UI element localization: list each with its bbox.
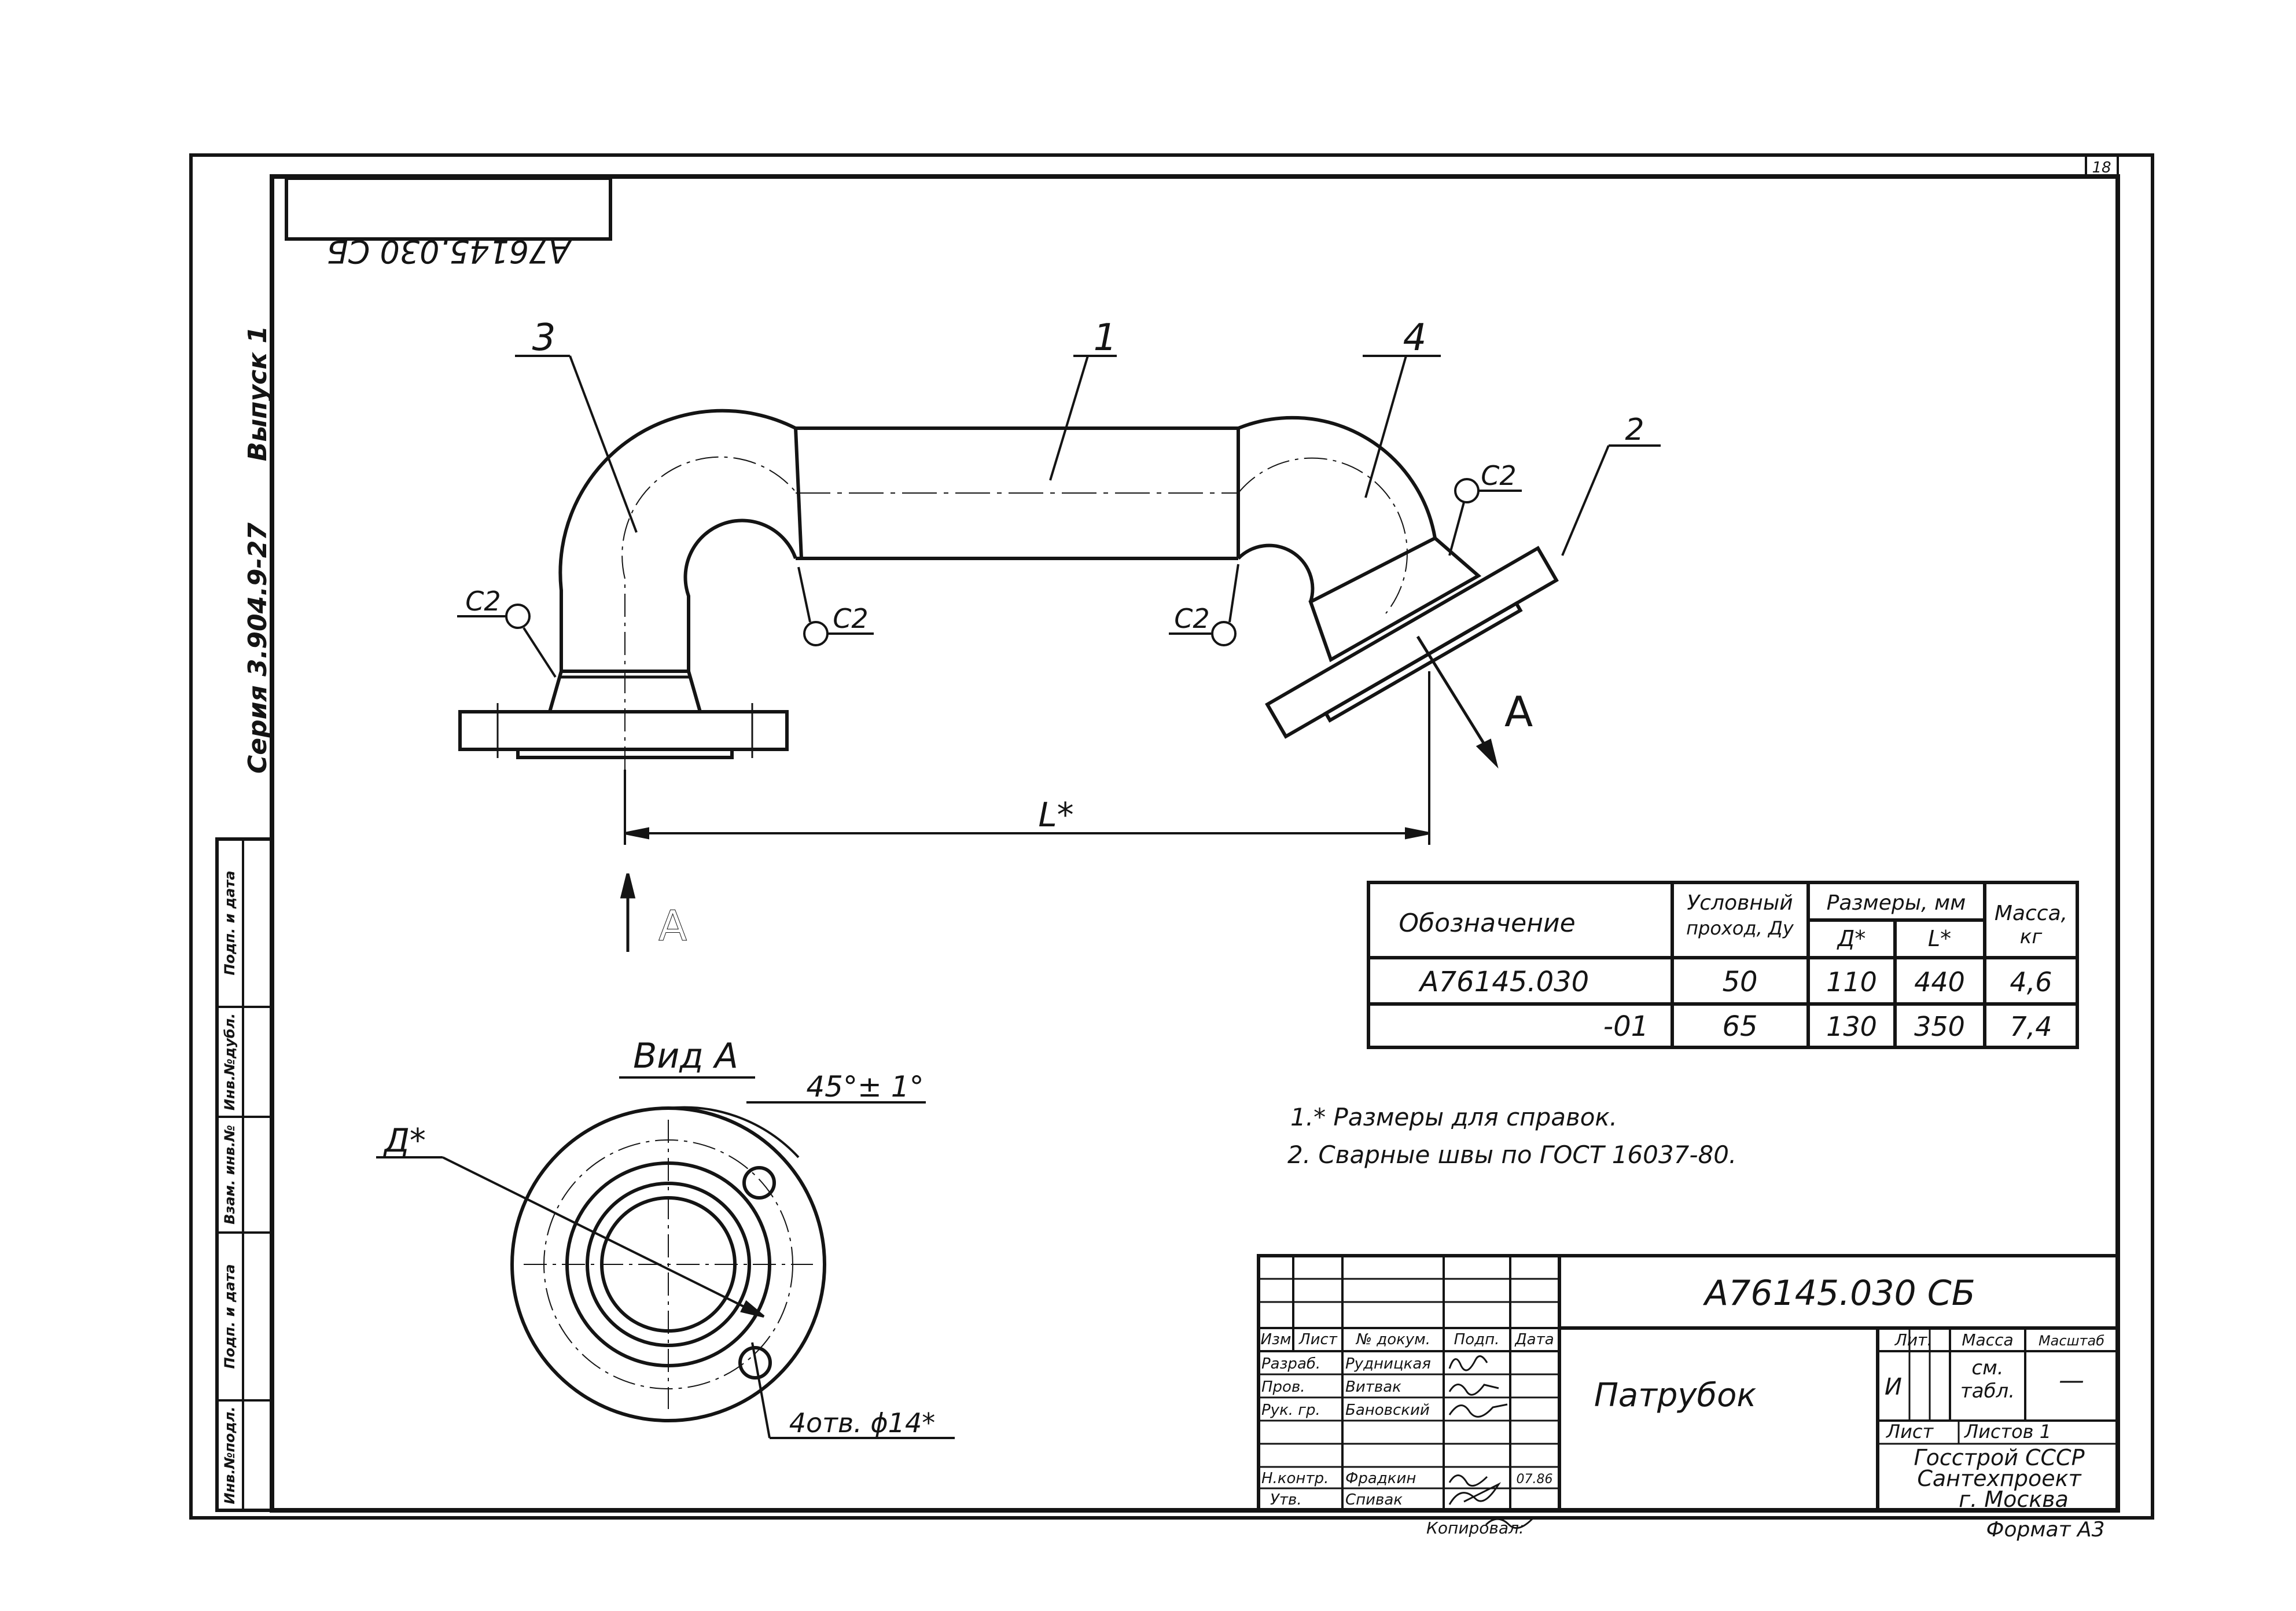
title-mass-value: табл. <box>1960 1380 2015 1403</box>
part-label-4: 4 <box>1403 317 1427 359</box>
table-cell-l: 350 <box>1914 1011 1965 1042</box>
title-block-name: Патрубок <box>1594 1377 1757 1414</box>
weld-label: С2 <box>833 603 868 634</box>
title-mass-value: см. <box>1971 1356 2003 1380</box>
view-a-dims <box>376 1101 955 1439</box>
title-scale-label: Масштаб <box>2039 1333 2104 1349</box>
table-header-d: Д* <box>1837 926 1866 951</box>
table-header-nominal-bore-2: проход, Ду <box>1686 917 1794 939</box>
outer-frame <box>189 153 2154 1520</box>
title-role-date: 07.86 <box>1517 1472 1553 1487</box>
title-role: Н.контр. <box>1261 1470 1329 1487</box>
angle-dim-label: 45°± 1° <box>806 1070 923 1104</box>
view-arrow-left <box>620 873 636 952</box>
format-label: Формат А3 <box>1986 1518 2104 1542</box>
issue-label: Выпуск 1 <box>243 326 273 461</box>
side-stamp-cell: Взам. инв.№ <box>222 1125 238 1224</box>
page-number-box <box>2085 154 2119 178</box>
table-cell-d: 110 <box>1826 966 1877 998</box>
table-header-mass: Масса, <box>1995 902 2067 925</box>
title-sheet-label: Лист <box>1886 1421 1934 1443</box>
part-leaders <box>515 355 1661 556</box>
table-cell-mass: 7,4 <box>2010 1011 2052 1042</box>
page-number: 18 <box>2092 159 2111 176</box>
table-cell-l: 440 <box>1914 966 1965 998</box>
view-arrow-label: А <box>658 902 687 950</box>
dim-length <box>624 671 1430 845</box>
title-scale-value: — <box>2059 1366 2084 1395</box>
title-mass-label: Масса <box>1962 1330 2013 1349</box>
title-role-name: Бановский <box>1345 1402 1430 1419</box>
variants-table-grid <box>1367 881 2079 1049</box>
title-col-header: Подп. <box>1454 1331 1500 1348</box>
pipe-assembly <box>458 409 1559 770</box>
view-a-flange <box>510 1106 826 1422</box>
part-label-3: 3 <box>532 317 556 359</box>
note-2: 2. Сварные швы по ГОСТ 16037-80. <box>1287 1141 1736 1169</box>
side-stamp-cell: Подп. и дата <box>222 871 238 976</box>
table-cell-d: 130 <box>1826 1011 1877 1042</box>
table-header-l: L* <box>1928 926 1951 951</box>
title-role-name: Спивак <box>1345 1491 1403 1509</box>
table-cell-mass: 4,6 <box>2010 966 2052 998</box>
note-1: 1.* Размеры для справок. <box>1290 1103 1617 1131</box>
view-arrow-right <box>1416 635 1499 769</box>
side-stamp-cell: Инв.№дубл. <box>222 1013 238 1110</box>
title-role: Рук. гр. <box>1261 1402 1320 1419</box>
stamp-code-mirrored: А76145.030 СБ <box>327 233 572 270</box>
title-block-code: А76145.030 СБ <box>1702 1273 1975 1314</box>
title-role-name: Витвак <box>1345 1378 1401 1396</box>
signatures <box>1448 1355 1533 1529</box>
diameter-dim-label: Д* <box>382 1122 426 1160</box>
weld-label: С2 <box>1174 603 1209 634</box>
title-role-name: Рудницкая <box>1345 1355 1431 1373</box>
side-stamp-cell: Подп. и дата <box>222 1264 238 1369</box>
title-col-header: Изм <box>1261 1331 1292 1348</box>
stamp-code-box <box>285 176 612 241</box>
title-lit-label: Лит. <box>1894 1330 1932 1349</box>
part-label-2: 2 <box>1625 413 1644 447</box>
title-role: Утв. <box>1270 1491 1302 1509</box>
series-label: Серия 3.904.9-27 <box>243 523 273 774</box>
table-cell-designation: А76145.030 <box>1418 966 1589 998</box>
title-role: Разраб. <box>1261 1355 1320 1373</box>
title-col-header: Дата <box>1514 1331 1554 1348</box>
table-header-sizes: Размеры, мм <box>1827 891 1966 915</box>
copied-by-label: Копировал: <box>1426 1518 1524 1538</box>
table-cell-du: 65 <box>1722 1010 1757 1043</box>
weld-label: С2 <box>465 586 501 617</box>
table-header-designation: Обозначение <box>1399 909 1575 938</box>
title-org: Госстрой СССР <box>1914 1445 2084 1470</box>
weld-label: С2 <box>1481 460 1516 491</box>
table-header-mass-unit: кг <box>2020 925 2043 948</box>
title-lit-value: И <box>1885 1374 1902 1400</box>
title-role: Пров. <box>1261 1378 1305 1396</box>
table-header-nominal-bore: Условный <box>1687 891 1793 915</box>
title-block-grid <box>1257 1254 2120 1512</box>
title-col-header: Лист <box>1298 1331 1338 1348</box>
holes-note: 4отв. ϕ14* <box>789 1407 935 1439</box>
view-a-title: Вид А <box>633 1036 738 1076</box>
title-org: г. Москва <box>1959 1487 2069 1512</box>
dim-length-label: L* <box>1038 795 1073 834</box>
side-stamp-cell: Инв.№подл. <box>222 1407 238 1505</box>
view-arrow-label: А <box>1504 687 1533 736</box>
title-role-name: Фрадкин <box>1345 1470 1416 1487</box>
title-sheets-label: Листов 1 <box>1964 1421 2051 1443</box>
table-cell-du: 50 <box>1722 966 1757 998</box>
part-label-1: 1 <box>1094 317 1117 359</box>
title-org: Сантехпроект <box>1917 1466 2082 1491</box>
weld-marks <box>457 478 1522 678</box>
table-cell-designation: -01 <box>1603 1010 1649 1043</box>
side-stamp: Инв.№подл. Подп. и дата Взам. инв.№ Инв.… <box>215 837 274 1512</box>
title-col-header: № докум. <box>1355 1331 1430 1348</box>
